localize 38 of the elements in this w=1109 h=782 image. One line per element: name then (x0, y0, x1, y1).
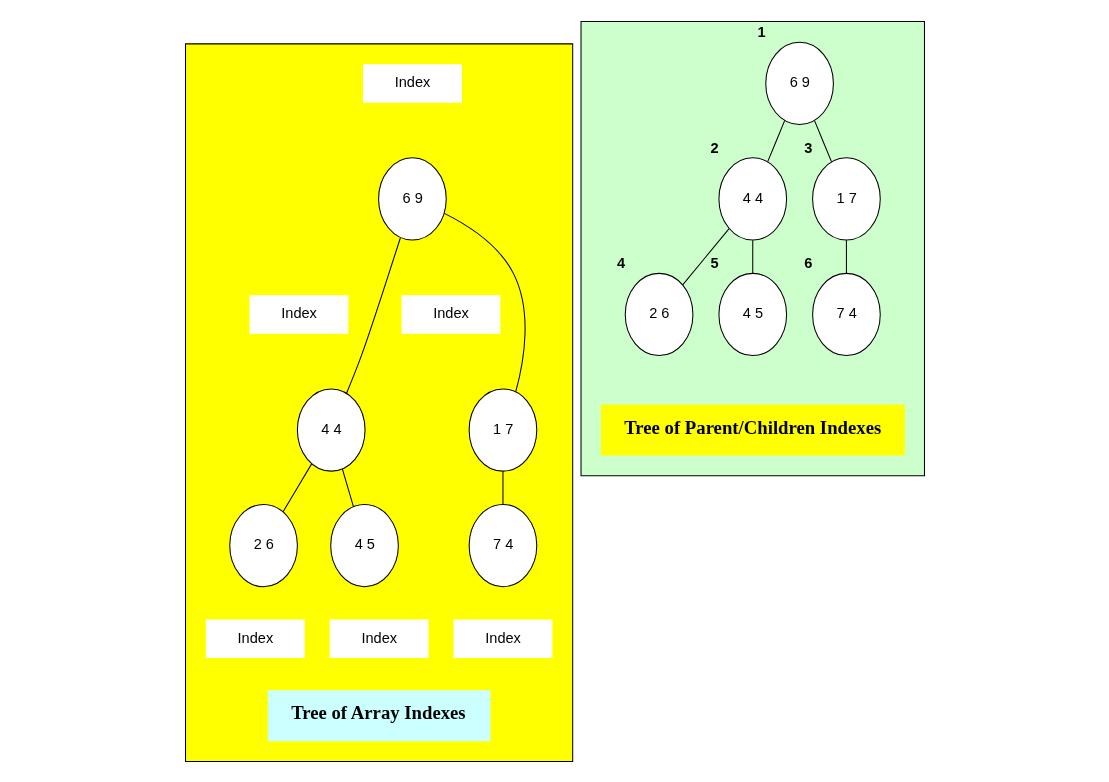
connector (341, 468, 354, 507)
cluster (580, 20, 925, 476)
node-ellipse: 4 5 (329, 503, 399, 587)
node-ellipse: 2 6 (228, 503, 298, 587)
node-box: Index (401, 294, 500, 334)
node-ellipse: 1 7 (468, 387, 537, 472)
node-label: 4 (616, 254, 625, 271)
node-box: Index (362, 63, 462, 103)
connector (751, 239, 753, 274)
connector (282, 462, 312, 512)
connector (681, 227, 730, 285)
node-label: 3 (803, 139, 812, 156)
node-label: 6 (803, 254, 812, 271)
node-box: Index (205, 618, 305, 658)
node-ellipse: 6 9 (377, 156, 447, 241)
node-box: Index (453, 618, 552, 658)
node-ellipse: 6 9 (764, 41, 834, 125)
connector (813, 119, 832, 162)
connector (443, 212, 526, 392)
connector (766, 119, 785, 162)
node-ellipse: 4 5 (717, 272, 787, 356)
node-label: 5 (710, 254, 719, 271)
node-ellipse: 4 4 (717, 156, 787, 241)
node-label: 2 (710, 139, 719, 156)
node-ellipse: 1 7 (811, 156, 881, 241)
connector (501, 470, 503, 505)
cluster (184, 42, 573, 762)
node-ellipse: 7 4 (468, 503, 537, 587)
node-ellipse: 4 4 (296, 387, 366, 472)
node-ellipse: 2 6 (624, 272, 693, 356)
connector (845, 239, 847, 274)
node-ellipse: 7 4 (811, 272, 881, 356)
node-label: 1 (756, 23, 766, 40)
connector (345, 236, 401, 393)
node-box: Index (249, 294, 348, 334)
node-box: Tree of Parent/Children Indexes (600, 404, 905, 455)
node-box: Index (329, 618, 429, 658)
node-box: Tree of Array Indexes (267, 689, 490, 741)
